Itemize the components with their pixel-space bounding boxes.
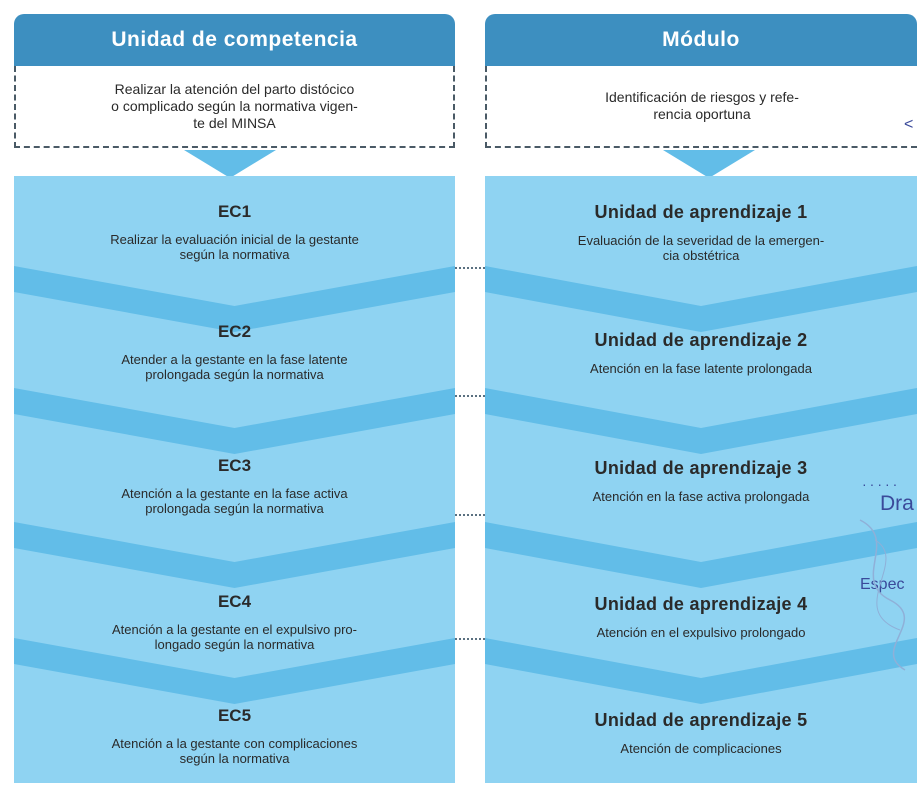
- competency-item-5: EC5 Atención a la gestante con complicac…: [14, 706, 455, 806]
- item-text: Atención a la gestante en la fase activa…: [121, 486, 348, 516]
- link-line-2: [455, 395, 485, 397]
- item-text: Atención a la gestante con complicacione…: [111, 736, 358, 766]
- module-item-5: Unidad de aprendizaje 5 Atención de comp…: [485, 710, 917, 810]
- chevron-band-3: [485, 522, 917, 588]
- item-title: Unidad de aprendizaje 5: [594, 710, 808, 730]
- module-chevron-stack: Unidad de aprendizaje 1 Evaluación de la…: [485, 176, 917, 783]
- chevron-background: [485, 176, 917, 783]
- chevron-band-3: [14, 522, 455, 588]
- item-title: EC5: [217, 706, 252, 725]
- chevron-band-2: [14, 388, 455, 454]
- link-line-3: [455, 514, 485, 516]
- chevron-band-2: [485, 388, 917, 454]
- chevron-band-4: [485, 638, 917, 704]
- module-item-3: Unidad de aprendizaje 3 Atención en la f…: [485, 458, 917, 558]
- module-description: Identificación de riesgos y refe- rencia…: [485, 66, 917, 148]
- competency-description: Realizar la atención del parto distócico…: [14, 66, 455, 148]
- item-title: Unidad de aprendizaje 4: [594, 594, 808, 614]
- down-arrow: [184, 150, 276, 178]
- item-title: Unidad de aprendizaje 1: [594, 202, 808, 222]
- item-text: Atención en la fase activa prolongada: [592, 489, 810, 504]
- stamp-dots: ·····: [862, 476, 901, 492]
- stamp-text-1: Dra: [880, 492, 914, 515]
- chevron-band-1: [485, 266, 917, 332]
- competency-item-1: EC1 Realizar la evaluación inicial de la…: [14, 202, 455, 302]
- signature-scribble: [859, 519, 906, 671]
- link-line-1: [455, 267, 485, 269]
- item-title: EC4: [217, 592, 252, 611]
- item-title: EC3: [217, 456, 252, 475]
- item-text: Realizar la evaluación inicial de la ges…: [110, 232, 359, 262]
- item-title: EC1: [217, 202, 252, 221]
- competency-item-2: EC2 Atender a la gestante en la fase lat…: [14, 322, 455, 422]
- competency-header: Unidad de competencia: [14, 14, 455, 66]
- stamp-mark-top: <: [904, 116, 914, 133]
- module-item-4: Unidad de aprendizaje 4 Atención en el e…: [485, 594, 917, 694]
- module-item-2: Unidad de aprendizaje 2 Atención en la f…: [485, 330, 917, 430]
- chevron-band-1: [14, 266, 455, 332]
- item-text: Atender a la gestante en la fase latente…: [121, 352, 348, 382]
- item-text: Atención en el expulsivo prolongado: [596, 625, 806, 640]
- link-line-4: [455, 638, 485, 640]
- module-header: Módulo: [485, 14, 917, 66]
- module-item-1: Unidad de aprendizaje 1 Evaluación de la…: [485, 202, 917, 302]
- competency-item-3: EC3 Atención a la gestante en la fase ac…: [14, 456, 455, 556]
- item-title: EC2: [217, 322, 252, 341]
- item-text: Evaluación de la severidad de la emergen…: [577, 233, 825, 263]
- down-arrow: [663, 150, 755, 178]
- item-text: Atención de complicaciones: [620, 741, 782, 756]
- item-text: Atención a la gestante en el expulsivo p…: [112, 622, 357, 652]
- chevron-background: [14, 176, 455, 783]
- stamp-text-2: Espec: [860, 576, 905, 593]
- item-title: Unidad de aprendizaje 3: [594, 458, 808, 478]
- competency-chevron-stack: EC1 Realizar la evaluación inicial de la…: [14, 176, 455, 783]
- item-title: Unidad de aprendizaje 2: [594, 330, 808, 350]
- competency-item-4: EC4 Atención a la gestante en el expulsi…: [14, 592, 455, 692]
- item-text: Atención en la fase latente prolongada: [590, 361, 812, 376]
- chevron-band-4: [14, 638, 455, 704]
